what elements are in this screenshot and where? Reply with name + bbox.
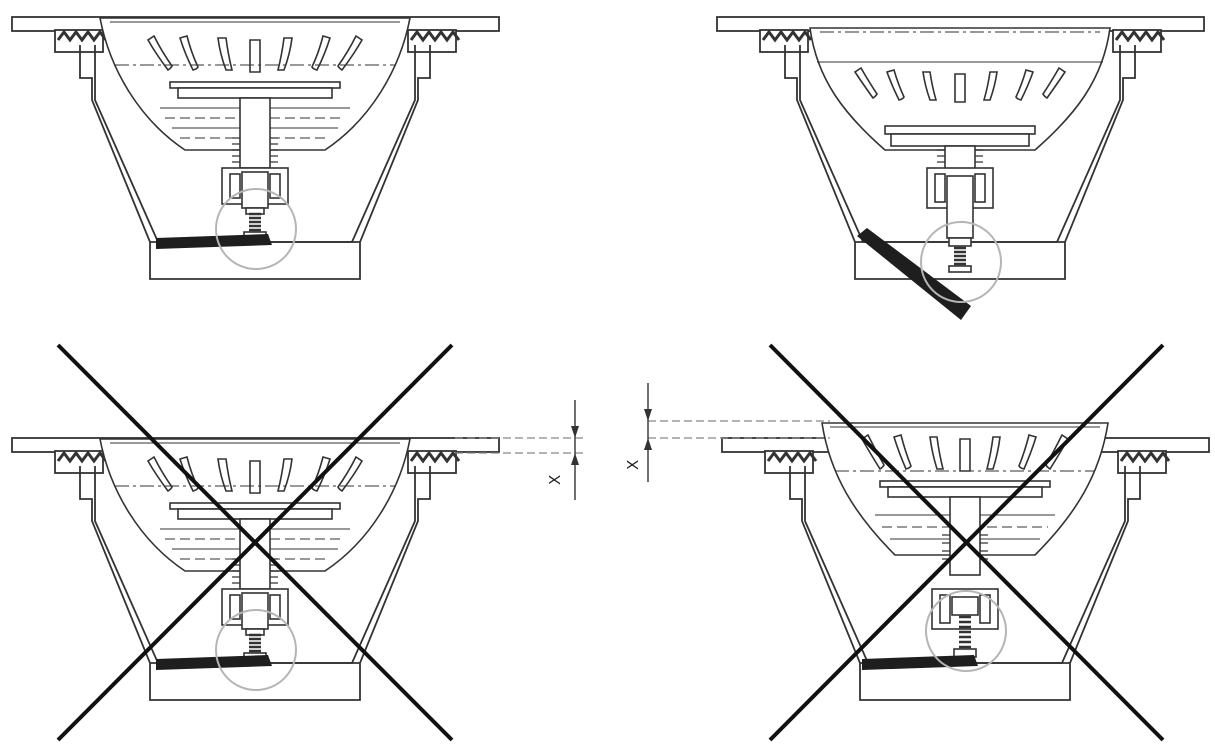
highlight-circle-icon (920, 221, 1002, 303)
lever-arm (156, 655, 272, 670)
guide-screw (220, 166, 290, 240)
strainer-basket (99, 438, 411, 590)
guide-screw (926, 167, 994, 273)
panel-top-left (10, 15, 501, 281)
panel-top-right (715, 15, 1206, 320)
highlight-circle-icon (215, 188, 297, 270)
cross-out-icon (56, 343, 454, 742)
cross-out-icon (768, 343, 1165, 742)
lever-arm (156, 234, 272, 249)
highlight-circle-icon (925, 590, 1007, 672)
dimension-right: X (624, 383, 830, 482)
highlight-circle-icon (215, 609, 297, 691)
lever-arm (862, 655, 978, 670)
panel-bottom-right (720, 343, 1211, 742)
panel-bottom-left (10, 343, 501, 742)
strainer-basket (821, 422, 1109, 576)
strainer-basket (99, 17, 411, 169)
dimension-label-left: X (546, 475, 564, 485)
dimension-left: X (455, 400, 585, 500)
dimension-label-right: X (624, 460, 642, 470)
guide-screw (220, 587, 290, 661)
strainer-basket (809, 27, 1111, 177)
